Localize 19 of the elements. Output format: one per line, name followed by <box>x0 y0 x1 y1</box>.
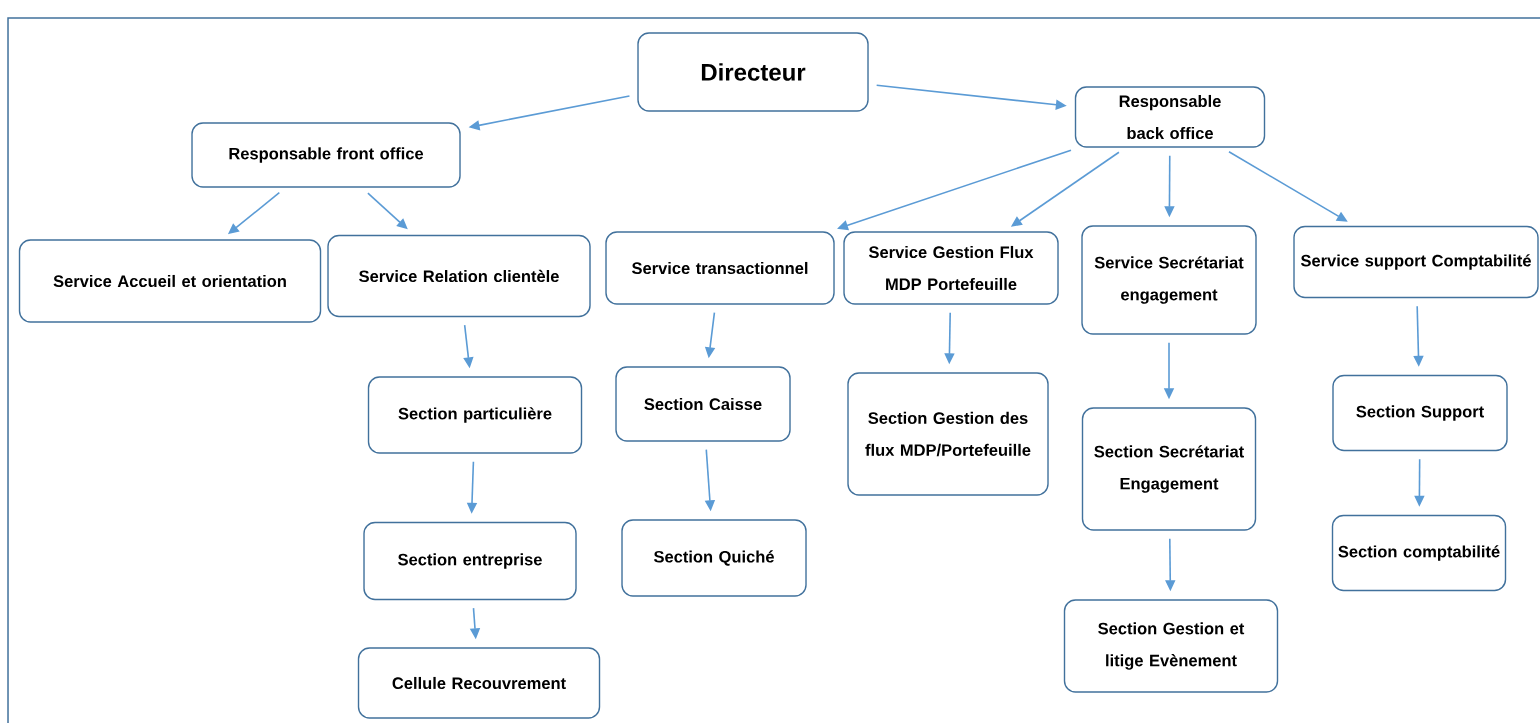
org-box: Service Relation clientèle <box>327 234 591 318</box>
org-box: Cellule Recouvrement <box>357 647 601 719</box>
org-box: Section Support <box>1332 374 1508 452</box>
org-box: Responsable front office <box>191 122 461 188</box>
org-box: Section comptabilité <box>1331 514 1507 592</box>
org-box: Service Gestion Flux MDP Portefeuille <box>843 231 1059 305</box>
org-box: Section entreprise <box>363 521 577 601</box>
org-box: Directeur <box>637 32 869 112</box>
org-box: Service support Comptabilité <box>1293 225 1539 299</box>
org-box: Service transactionnel <box>605 231 835 305</box>
org-box: Responsable back office <box>1074 86 1266 148</box>
org-box: Service Secrétariat engagement <box>1081 225 1257 335</box>
org-box: Service Accueil et orientation <box>18 239 322 323</box>
org-box: Section Gestion des flux MDP/Portefeuille <box>847 372 1049 496</box>
org-box: Section particulière <box>367 376 583 454</box>
org-box: Section Caisse <box>615 366 791 442</box>
org-box: Section Secrétariat Engagement <box>1081 407 1257 531</box>
org-box: Section Quiché <box>621 519 807 597</box>
org-box: Section Gestion et litige Evènement <box>1063 599 1279 693</box>
